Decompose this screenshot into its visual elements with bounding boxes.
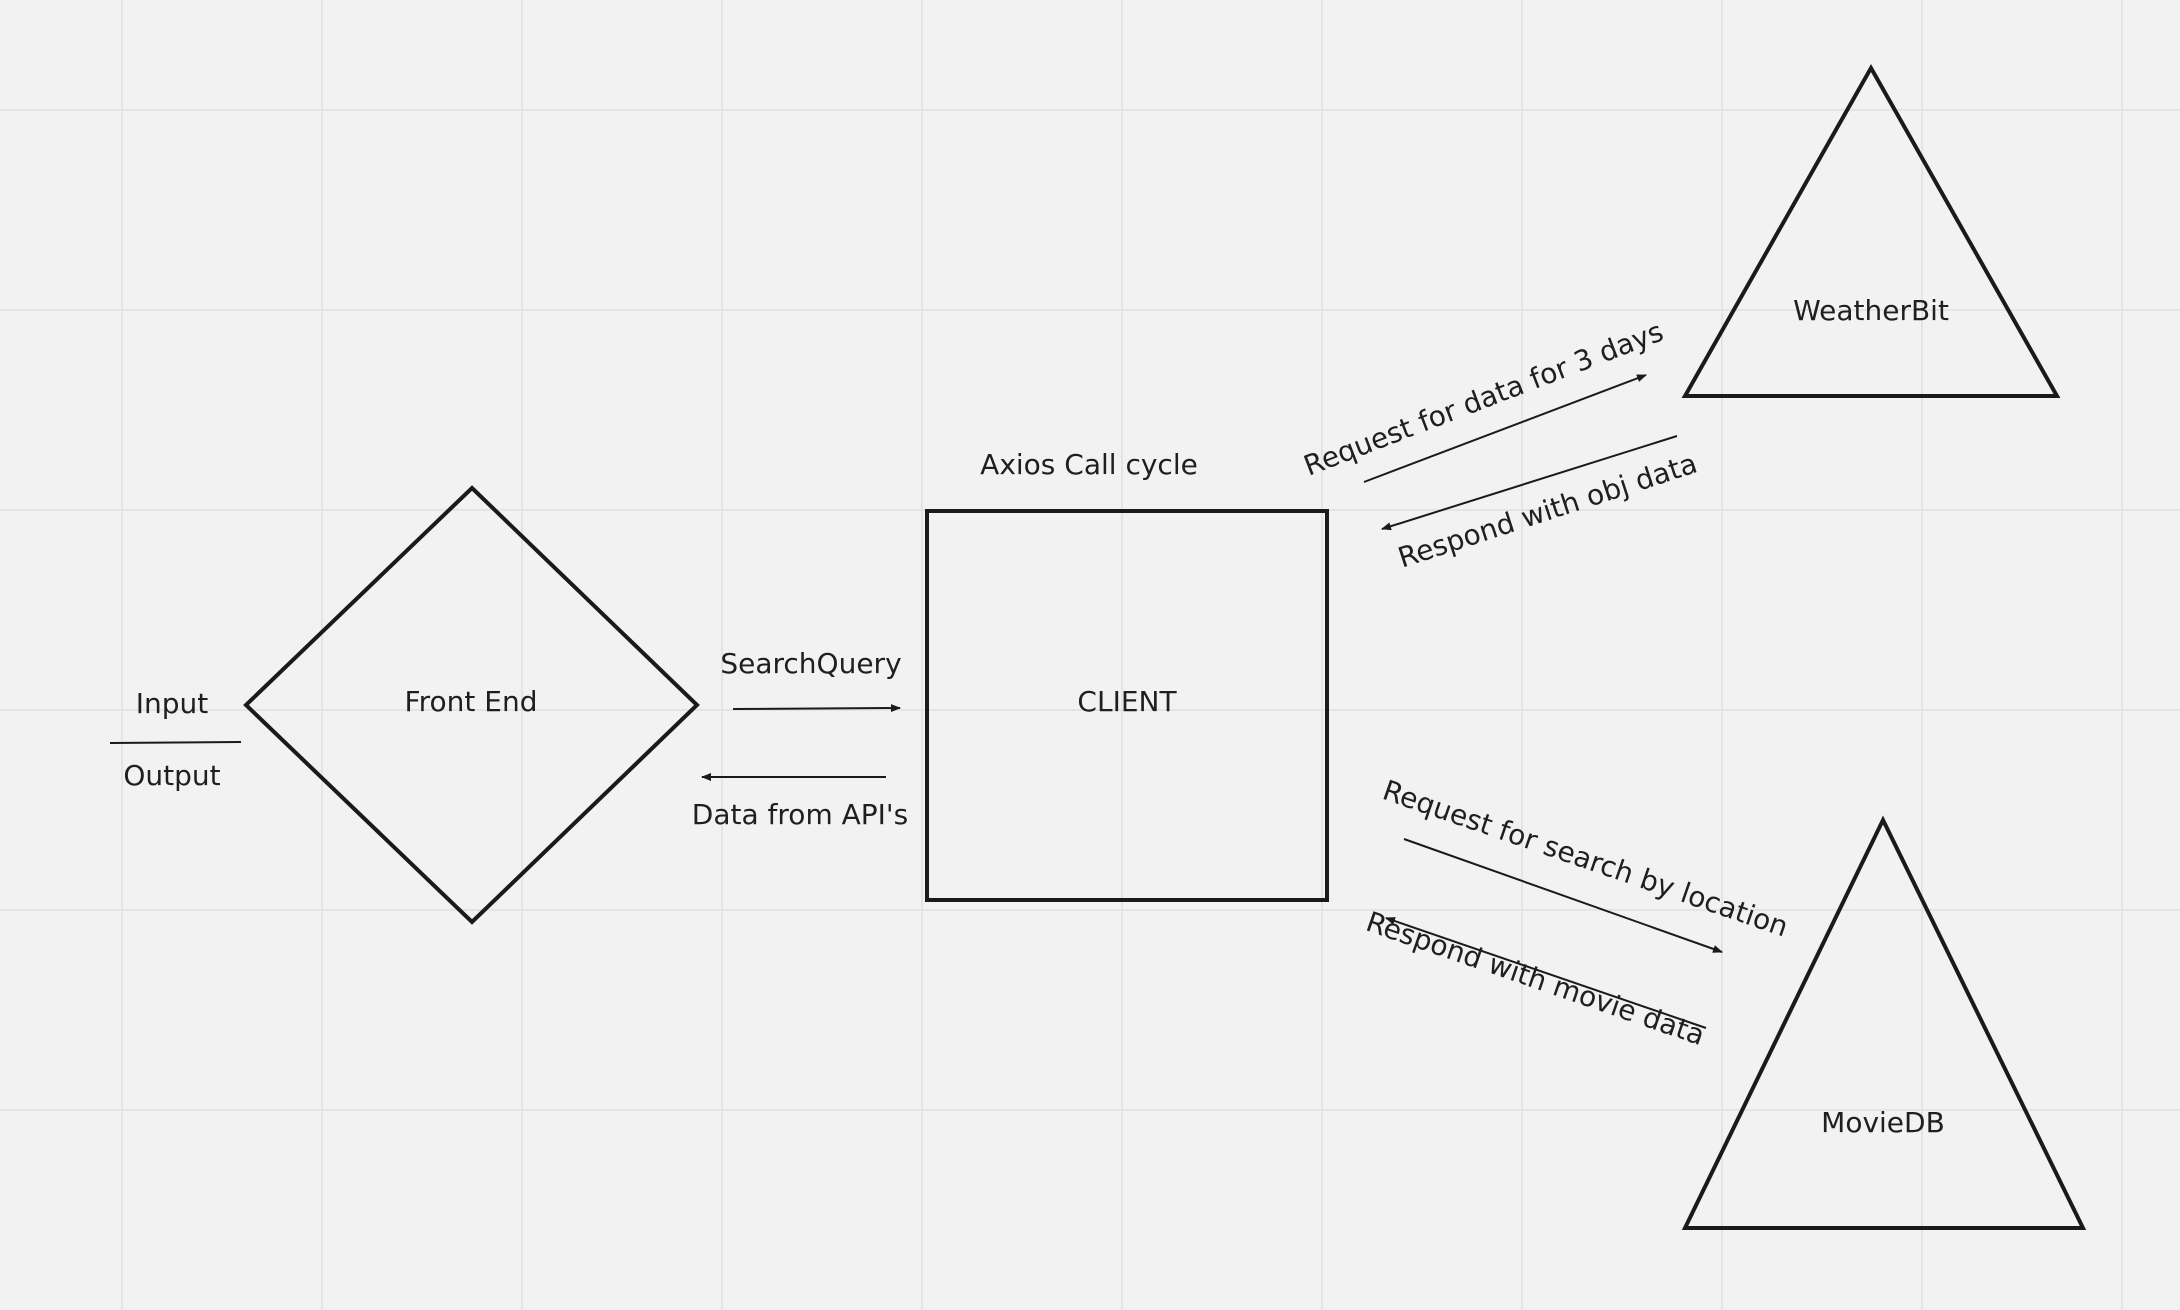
- weather-request-arrow[interactable]: [1363, 374, 1647, 483]
- input-label: Input: [136, 687, 209, 720]
- weatherbit-triangle[interactable]: [1681, 63, 2061, 398]
- axios-call-cycle-label: Axios Call cycle: [980, 448, 1198, 481]
- movie-request-arrow[interactable]: [1403, 838, 1723, 953]
- weather-response-arrow[interactable]: [1381, 435, 1678, 531]
- movie-response-arrow[interactable]: [1385, 917, 1707, 1029]
- weatherbit-label: WeatherBit: [1793, 294, 1949, 327]
- movie-request-label: Request for search by location: [1379, 774, 1793, 944]
- front-end-label: Front End: [405, 685, 538, 718]
- movie-response-label: Respond with movie data: [1362, 905, 1709, 1052]
- client-label: CLIENT: [1077, 685, 1177, 718]
- search-query-label: SearchQuery: [720, 647, 901, 680]
- search-query-arrow[interactable]: [732, 704, 901, 713]
- data-from-apis-label: Data from API's: [692, 798, 908, 831]
- front-end-diamond[interactable]: [243, 485, 700, 925]
- input-output-divider[interactable]: [109, 741, 242, 744]
- moviedb-label: MovieDB: [1821, 1106, 1945, 1139]
- client-box[interactable]: [925, 509, 1329, 902]
- output-label: Output: [123, 759, 220, 792]
- moviedb-triangle[interactable]: [1681, 815, 2087, 1230]
